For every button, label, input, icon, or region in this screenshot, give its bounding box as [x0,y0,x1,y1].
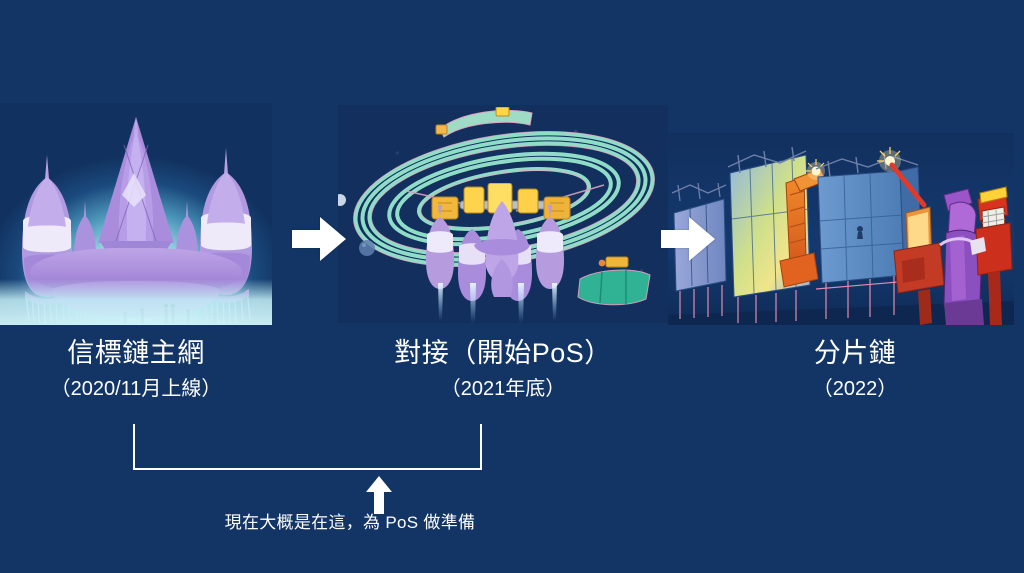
current-progress-note: 現在大概是在這，為 PoS 做準備 [224,513,476,532]
panel2-docking-modules [431,183,571,227]
panel1-ground-haze [0,279,272,325]
panel2-exhaust-plumes [438,283,557,323]
panel3-scene [668,146,1014,325]
panel3-weld-spark-right [877,147,927,208]
panel2-detached-ring-segment [435,107,533,138]
panel2-small-moon [338,194,346,206]
stage-1-title: 信標鏈主網 [67,338,205,368]
bracket-right-tick [480,424,482,470]
panel2-moon [359,240,375,256]
arrow-stage2-to-stage3 [661,217,715,261]
current-progress-up-arrow [366,476,392,514]
stage-3-title: 分片鏈 [813,338,897,368]
panel3-red-machine [970,186,1013,325]
bracket-left-tick [133,424,135,470]
bracket-horizontal-line [133,468,482,470]
panel3-weld-spark-left [805,159,825,180]
beacon-chain-launchpad-illustration [0,103,272,325]
stage-1-subtitle: （2020/11月上線） [50,378,222,400]
docking-merge-rocket-illustration [338,105,668,323]
arrow-stage1-to-stage2 [292,217,346,261]
panel2-teal-cargo-pad [577,256,651,306]
stage-2-subtitle: （2021年底） [440,378,566,400]
stage-2-title: 對接（開始PoS） [394,338,612,368]
panel2-rocket-cluster [426,201,564,301]
stage-3-subtitle: （2022） [812,378,898,400]
shard-chain-construction-illustration [668,133,1014,325]
